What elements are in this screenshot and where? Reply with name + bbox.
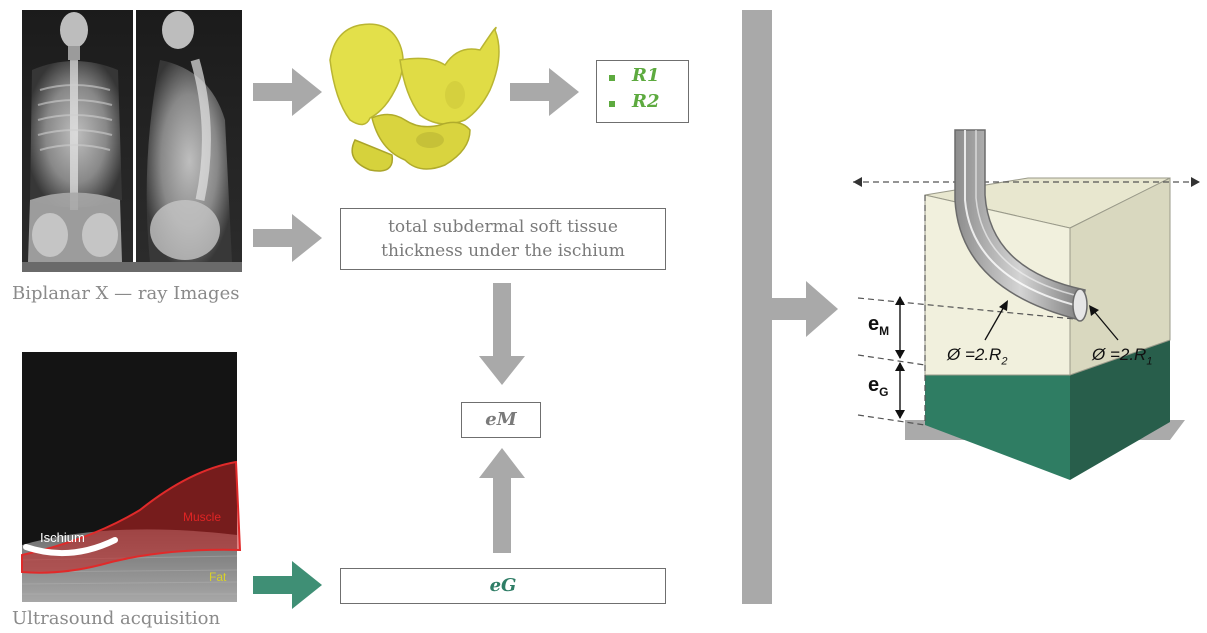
bullet-r1 — [609, 75, 615, 81]
em-box: eM — [461, 402, 541, 438]
tissue-block-model — [853, 129, 1200, 480]
arrow-eg-to-em — [479, 448, 525, 553]
xray-image — [22, 10, 242, 272]
arrow-ultrasound-to-eg — [253, 561, 322, 609]
ischium-label: Ischium — [40, 530, 85, 545]
diameter-r2-label: Ø =2.R2 — [947, 345, 1008, 368]
r1-label: R1 — [632, 65, 660, 86]
thickness-box: total subdermal soft tissue thickness un… — [340, 208, 666, 270]
ischium-outline — [23, 537, 118, 557]
eg-box: eG — [340, 568, 666, 604]
xray-caption: Biplanar X — ray Images — [12, 283, 240, 304]
thickness-line-2: thickness under the ischium — [381, 241, 625, 261]
bullet-r2 — [609, 101, 615, 107]
fat-label: Fat — [209, 570, 227, 584]
eg-label: eG — [489, 575, 517, 596]
arrow-pelvis-to-radii — [510, 68, 579, 116]
merge-bar — [742, 10, 838, 604]
ultrasound-image — [21, 352, 242, 602]
thickness-line-1: total subdermal soft tissue — [388, 217, 618, 237]
em-label: eM — [485, 409, 517, 430]
pelvis-3d-model — [329, 23, 500, 172]
em-dimension-label: eM — [868, 313, 890, 338]
arrow-thickness-to-em — [479, 283, 525, 385]
muscle-label: Muscle — [183, 510, 222, 524]
radii-box: R1 R2 — [596, 60, 689, 123]
ultrasound-caption: Ultrasound acquisition — [12, 608, 221, 629]
diameter-r1-label: Ø =2.R1 — [1092, 345, 1153, 368]
eg-dimension-label: eG — [868, 374, 889, 399]
arrow-xray-to-thickness — [253, 214, 322, 262]
muscle-region — [21, 460, 242, 574]
arrow-xray-to-pelvis — [253, 68, 322, 116]
r2-label: R2 — [632, 91, 660, 112]
